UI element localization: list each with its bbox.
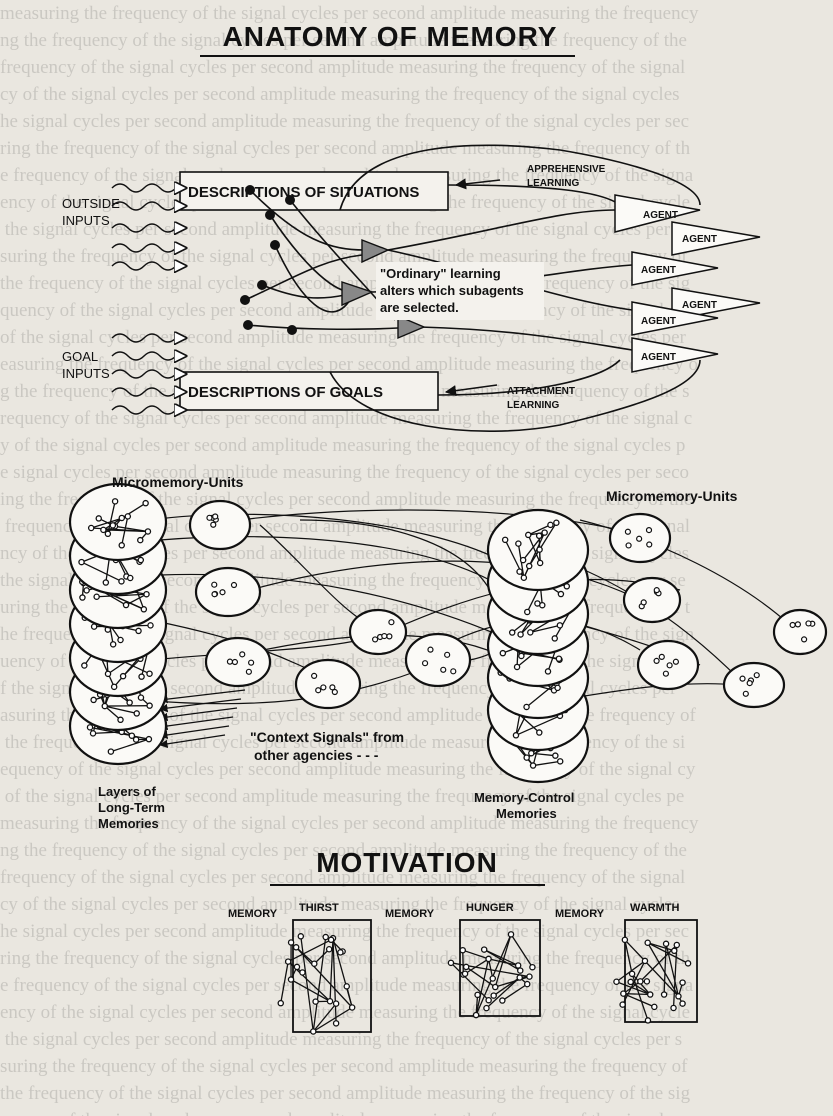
input-dots: [240, 185, 297, 335]
agent-label: AGENT: [641, 352, 676, 363]
agent-label: AGENT: [682, 234, 717, 245]
learning-structure: [179, 144, 701, 432]
micromemory-unit: [636, 639, 700, 691]
motivation-panels: [277, 919, 698, 1035]
long-term-memories-label-line1: Layers of: [98, 784, 156, 799]
input-arrow: [111, 202, 186, 210]
goals-label: DESCRIPTIONS OF GOALS: [188, 384, 383, 401]
agent-triangle: [614, 194, 701, 233]
subagent-triangle: [341, 281, 374, 307]
neuron-network: [501, 519, 560, 582]
outside-input-arrows: [111, 184, 186, 270]
panel3-drive-label: WARMTH: [630, 902, 680, 914]
ordinary-learning-line2: alters which subagents: [380, 283, 524, 298]
input-arrow: [111, 370, 186, 378]
panel3-memory-label: MEMORY: [555, 908, 605, 920]
neuron-network: [87, 498, 152, 549]
neuron-network: [613, 936, 692, 1024]
agent-triangle: [631, 301, 719, 336]
attachment-learning-label-line1: ATTACHMENT: [507, 386, 575, 397]
ordinary-learning-note-background: [376, 262, 544, 320]
situations-box: [179, 171, 449, 211]
input-arrow: [111, 388, 186, 396]
input-arrow: [111, 184, 186, 192]
panel1-memory-label: MEMORY: [228, 908, 278, 920]
micromemory-unit: [348, 608, 408, 656]
goal-inputs-label-line2: INPUTS: [62, 366, 110, 381]
agent-triangle: [631, 337, 719, 373]
motivation-title: MOTIVATION: [316, 847, 498, 878]
agent-triangle: [631, 251, 719, 286]
panel2-drive-label: HUNGER: [466, 902, 514, 914]
agent-labels: AGENT AGENT AGENT AGENT AGENT AGENT: [641, 210, 717, 363]
memory-stacks: [68, 482, 590, 784]
micromemory-units-label-left: Micromemory-Units: [112, 474, 244, 490]
motivation-panel: [447, 919, 541, 1019]
outside-inputs-label-line1: OUTSIDE: [62, 196, 120, 211]
input-arrow: [111, 334, 186, 342]
subagent-triangles: [341, 238, 426, 340]
memory-control-label-line1: Memory-Control: [474, 790, 574, 805]
micromemory-unit: [204, 636, 272, 688]
micromemory-unit: [294, 658, 362, 710]
context-signals-line2: other agencies - - -: [254, 747, 379, 763]
goal-inputs-label-line1: GOAL: [62, 349, 98, 364]
agent-triangle: [671, 287, 761, 321]
micromemory-unit: [722, 661, 786, 709]
input-arrow: [111, 352, 186, 360]
neuron-network: [277, 933, 356, 1035]
agent-label: AGENT: [641, 316, 676, 327]
long-term-memories-label-line3: Memories: [98, 816, 159, 831]
input-arrow: [111, 244, 186, 252]
input-arrow: [111, 406, 186, 414]
agent-label: AGENT: [643, 210, 678, 221]
agent-triangle: [671, 221, 761, 256]
micromemory-unit: [608, 512, 672, 564]
ordinary-learning-line3: are selected.: [380, 300, 459, 315]
micromemory-unit: [194, 566, 262, 618]
attachment-learning-label-line2: LEARNING: [507, 400, 559, 411]
input-arrow: [111, 224, 186, 232]
goals-box: [179, 371, 439, 411]
situations-label: DESCRIPTIONS OF SITUATIONS: [188, 184, 419, 201]
micromemory-units: [188, 499, 828, 710]
memory-layer: [68, 482, 168, 562]
panel2-memory-label: MEMORY: [385, 908, 435, 920]
micromemory-unit: [188, 499, 252, 551]
agent-label: AGENT: [641, 265, 676, 276]
context-signals-line1: "Context Signals" from: [250, 729, 404, 745]
motivation-panel: [277, 919, 372, 1035]
panel1-drive-label: THIRST: [299, 902, 339, 914]
memory-control-label-line2: Memories: [496, 806, 557, 821]
apprehensive-learning-label-line2: LEARNING: [527, 178, 579, 189]
neuron-network: [447, 931, 536, 1019]
micromemory-unit: [772, 608, 828, 656]
memory-layer: [486, 508, 590, 592]
outside-inputs-label-line2: INPUTS: [62, 213, 110, 228]
goal-input-arrows: [111, 334, 186, 414]
micromemory-unit: [622, 576, 682, 624]
micromemory-units-label-right: Micromemory-Units: [606, 488, 738, 504]
subagent-triangle: [361, 238, 390, 264]
apprehensive-learning-label-line1: APPREHENSIVE: [527, 164, 606, 175]
long-term-memories-label-line2: Long-Term: [98, 800, 165, 815]
ordinary-learning-line1: "Ordinary" learning: [380, 266, 501, 281]
motivation-panel: [613, 919, 698, 1024]
agent-label: AGENT: [682, 300, 717, 311]
input-arrow: [111, 262, 186, 270]
agent-triangles: [614, 194, 761, 373]
micromemory-unit: [404, 632, 472, 688]
subagent-triangle: [397, 314, 426, 340]
anatomy-title: ANATOMY OF MEMORY: [223, 21, 558, 52]
